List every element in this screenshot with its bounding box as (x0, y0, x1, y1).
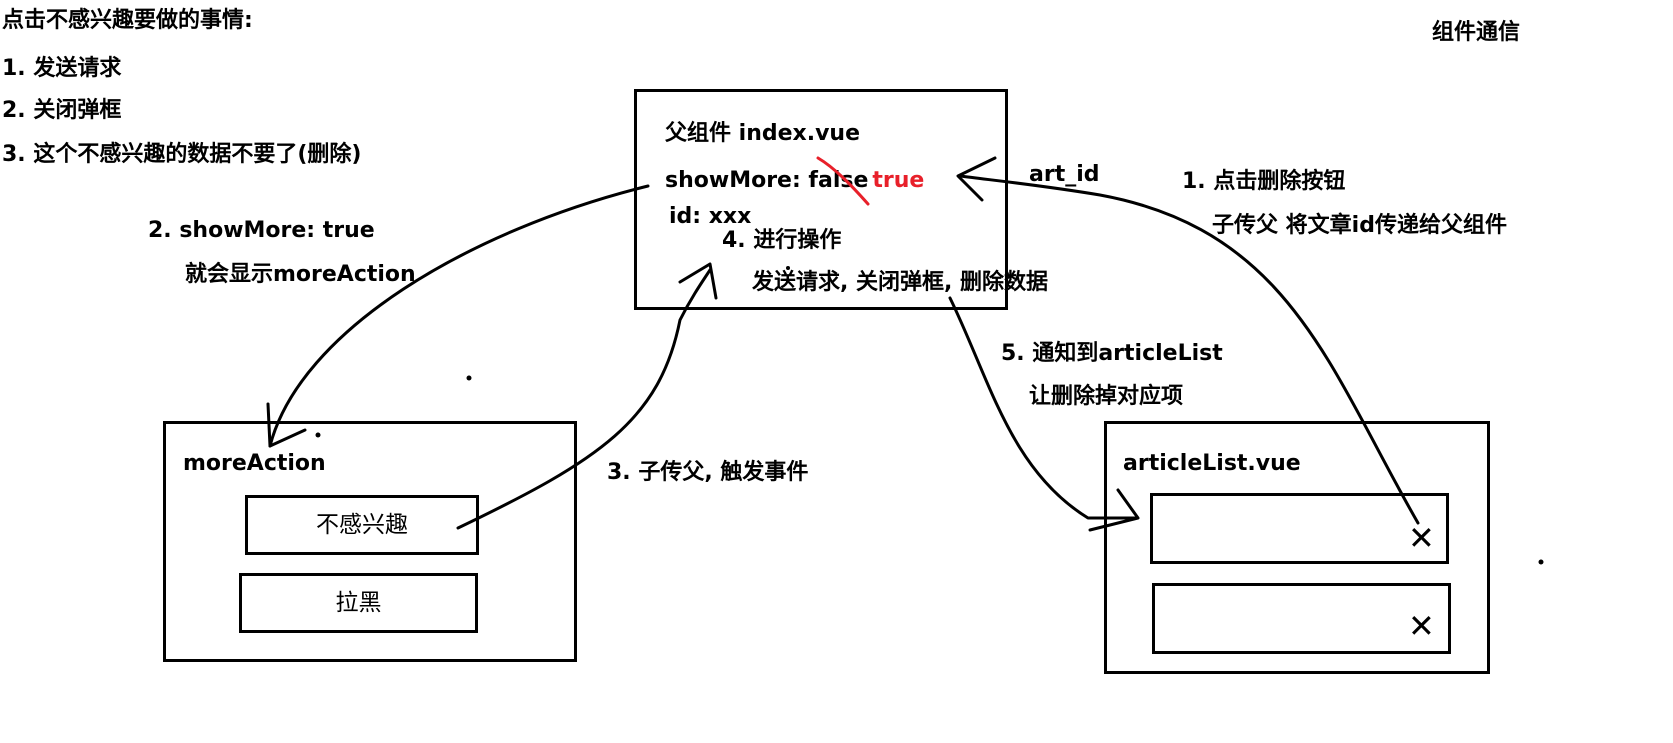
note-item-2: 2. 关闭弹框 (2, 98, 122, 123)
article-item-2 (1152, 583, 1451, 654)
more-action-title: moreAction (183, 451, 326, 476)
arrow-step3-head (678, 262, 718, 300)
stray-dot-4 (1538, 559, 1544, 565)
show-more-prefix: showMore: fal (665, 168, 841, 193)
step5-line1: 5. 通知到articleList (1001, 341, 1223, 366)
step2-line1: 2. showMore: true (148, 218, 375, 243)
diagram-title: 组件通信 (1432, 20, 1521, 45)
not-interested-label: 不感兴趣 (316, 511, 408, 538)
step3-label: 3. 子传父, 触发事件 (607, 460, 809, 485)
id-line: id: xxx (669, 204, 752, 229)
block-button[interactable]: 拉黑 (239, 573, 478, 633)
step5-line2: 让删除掉对应项 (1029, 384, 1184, 409)
notes-heading: 点击不感兴趣要做的事情: (2, 8, 253, 33)
article-item-1 (1150, 493, 1449, 564)
stray-dot-2 (315, 432, 321, 438)
more-action-box (163, 421, 577, 662)
arrow-step1 (958, 174, 1420, 525)
art-id-label: art_id (1029, 162, 1100, 187)
arrow-step2-head (266, 402, 307, 448)
strike-mark (816, 156, 870, 206)
operation-desc: 发送请求, 关闭弹框, 删除数据 (752, 270, 1049, 295)
show-more-new-value: true (872, 168, 925, 193)
block-label: 拉黑 (335, 589, 382, 616)
arrow-step2 (268, 184, 650, 448)
parent-component-box (634, 89, 1008, 310)
arrow-step5-head (1088, 488, 1140, 532)
article-list-title: articleList.vue (1123, 451, 1301, 476)
stray-dot-1 (466, 375, 472, 381)
note-item-3: 3. 这个不感兴趣的数据不要了(删除) (2, 142, 362, 167)
delete-icon-1[interactable]: ✕ (1408, 519, 1435, 557)
arrow-step1-head (956, 156, 997, 202)
step1-line2: 子传父 将文章id传递给父组件 (1212, 213, 1507, 238)
delete-icon-2[interactable]: ✕ (1408, 607, 1435, 645)
not-interested-button[interactable]: 不感兴趣 (245, 495, 479, 555)
parent-title: 父组件 index.vue (665, 121, 861, 146)
article-list-box (1104, 421, 1490, 674)
step1-line1: 1. 点击删除按钮 (1182, 169, 1346, 194)
arrow-step3 (456, 268, 712, 530)
arrow-step5 (948, 296, 1137, 520)
operation-title: 4. 进行操作 (722, 228, 842, 253)
stray-dot-3 (786, 266, 790, 270)
note-item-1: 1. 发送请求 (2, 56, 122, 81)
step2-line2: 就会显示moreAction (185, 262, 416, 287)
